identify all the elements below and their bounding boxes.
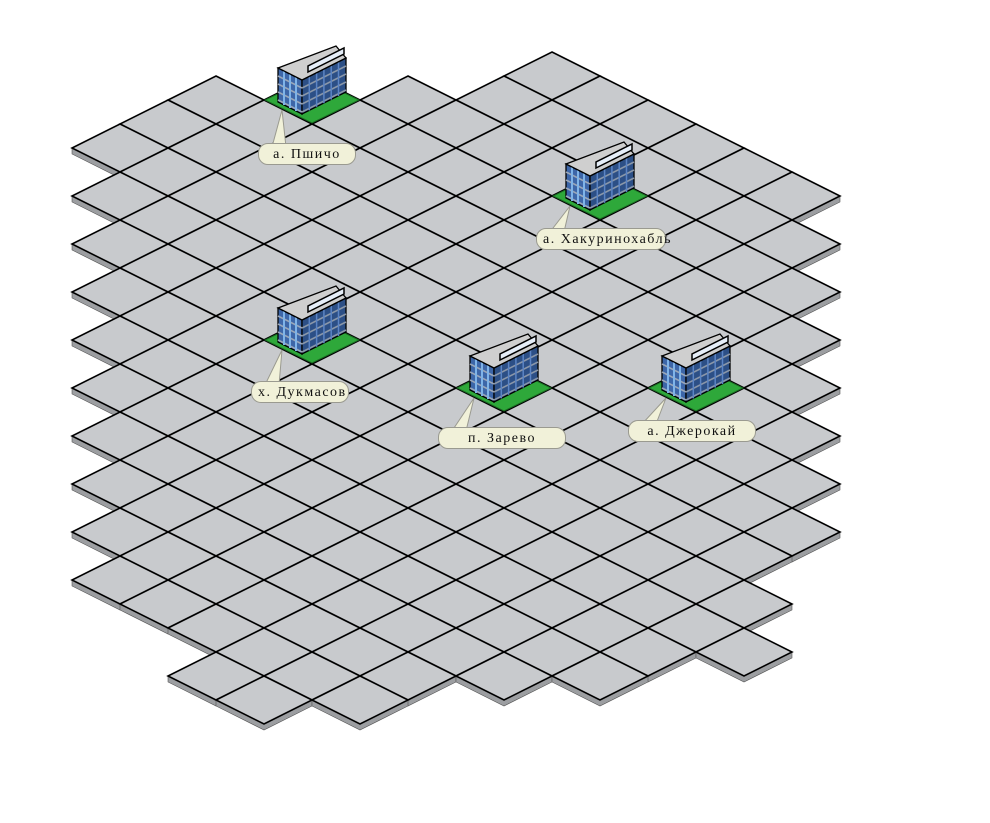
callout-tail [271,109,287,148]
settlement-label-khakurinokhabl[interactable]: а. Хакуринохабль [536,228,670,250]
settlement-label-pshicho[interactable]: а. Пшичо [258,143,356,165]
building-icon[interactable] [263,285,361,364]
callout-tail [264,349,283,386]
map-tile[interactable] [454,651,554,707]
map-tile[interactable] [694,627,794,683]
map-tile[interactable] [214,675,314,731]
map-tile[interactable] [550,651,650,707]
building-icon[interactable] [263,45,361,124]
settlement-label-dzherokai[interactable]: а. Джерокай [628,420,756,442]
building-icon[interactable] [647,333,745,412]
building-icon[interactable] [455,333,553,412]
map-tile[interactable] [310,675,410,731]
settlement-label-dukmasov[interactable]: х. Дукмасов [251,381,349,403]
settlement-label-zarevo[interactable]: п. Зарево [438,427,566,449]
building-icon[interactable] [551,141,649,220]
